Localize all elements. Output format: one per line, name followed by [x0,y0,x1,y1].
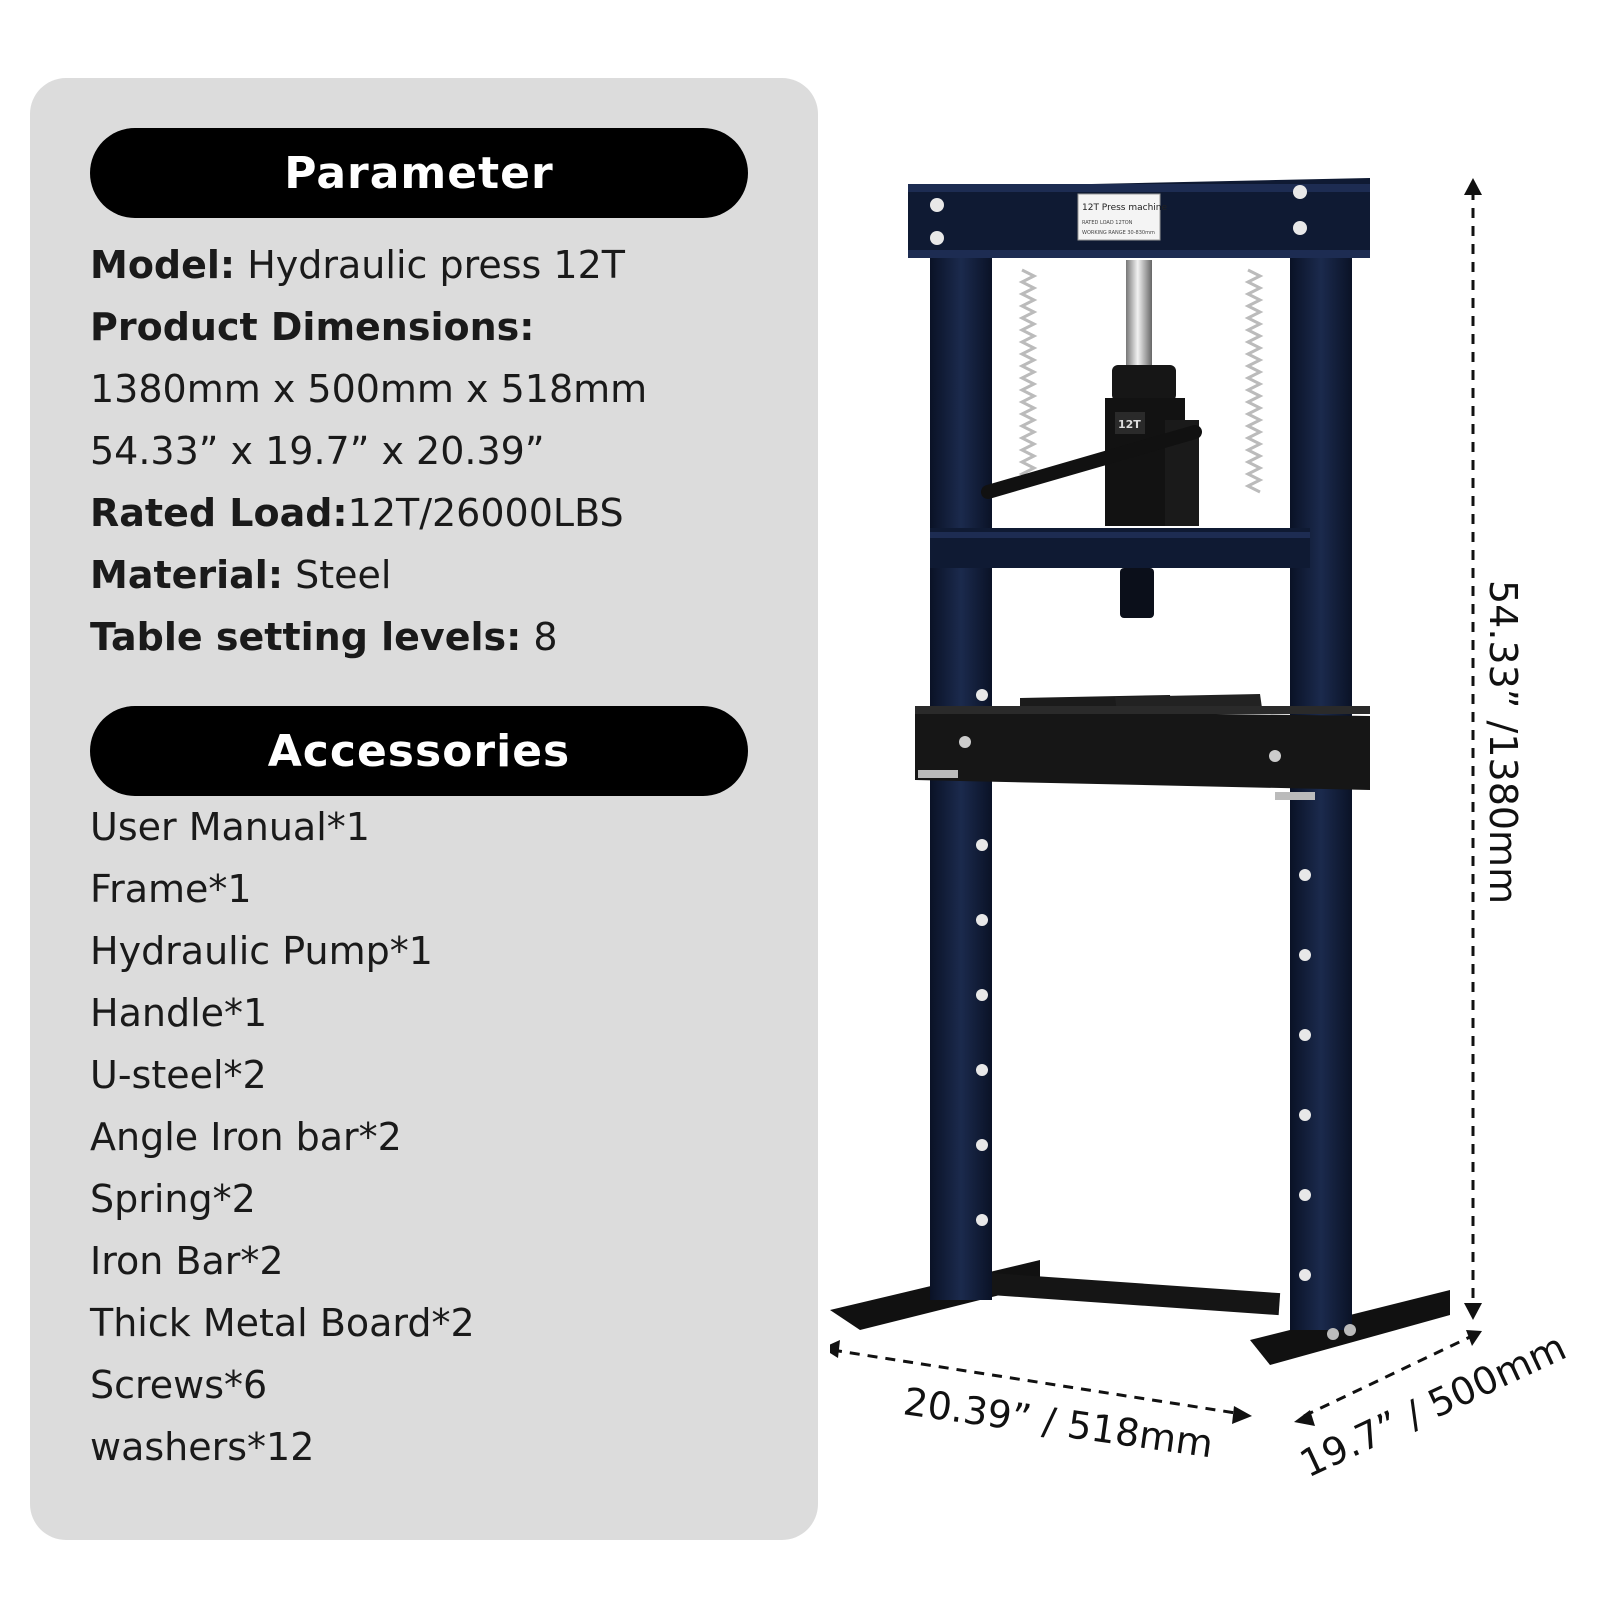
accessory-item: Spring*2 [90,1177,256,1221]
depth-arrow [1294,1330,1482,1426]
material-value: Steel [283,553,392,597]
accessory-item: Hydraulic Pump*1 [90,929,433,973]
accessory-item: Frame*1 [90,867,252,911]
dimensions-label: Product Dimensions: [90,305,535,349]
height-label: 54.33” /1380mm [1481,580,1525,904]
dimension-annotations: 54.33” /1380mm 20.39” / 518mm 19.7” / 50… [830,178,1573,1487]
foot-bolts [1327,1324,1356,1340]
material-line: Material: Steel [90,556,391,594]
springs [1018,268,1264,494]
dimensions-in: 54.33” x 19.7” x 20.39” [90,429,545,473]
width-label: 20.39” / 518mm [901,1379,1216,1466]
accessory-item: Iron Bar*2 [90,1239,284,1283]
accessory-item: Handle*1 [90,991,268,1035]
model-line: Model: Hydraulic press 12T [90,246,625,284]
accessories-header: Accessories [90,706,748,796]
dimensions-line: Product Dimensions: [90,308,534,346]
plate-line-1: RATED LOAD 12TON [1082,220,1133,226]
accessory-item: Screws*6 [90,1363,268,1407]
rated-load-value: 12T/26000LBS [347,491,624,535]
plate-title: 12T Press machine [1082,203,1167,213]
width-arrow [830,1340,1252,1424]
accessory-item: U-steel*2 [90,1053,267,1097]
material-label: Material: [90,553,284,597]
table-levels-value: 8 [521,615,558,659]
upper-crossbar [930,528,1310,618]
accessory-item: Angle Iron bar*2 [90,1115,402,1159]
depth-label: 19.7” / 500mm [1293,1325,1572,1487]
hydraulic-press-image: 12T Press machine RATED LOAD 12TON WORKI… [830,178,1450,1365]
dimensions-mm: 1380mm x 500mm x 518mm [90,367,648,411]
parameter-header: Parameter [90,128,748,218]
rated-load-label: Rated Load: [90,491,348,535]
accessory-item: User Manual*1 [90,805,370,849]
model-label: Model: [90,243,236,287]
model-value: Hydraulic press 12T [235,243,625,287]
table-levels-label: Table setting levels: [90,615,522,659]
accessory-item: washers*12 [90,1425,315,1469]
table-levels-line: Table setting levels: 8 [90,618,558,656]
rated-load-line: Rated Load:12T/26000LBS [90,494,624,532]
jack-label: 12T [1118,418,1141,431]
plate-line-2: WORKING RANGE 30-830mm [1082,230,1155,236]
height-arrow [1464,178,1482,1320]
label-plate: 12T Press machine RATED LOAD 12TON WORKI… [1077,193,1167,241]
spec-panel: Parameter Model: Hydraulic press 12T Pro… [30,78,818,1540]
accessory-item: Thick Metal Board*2 [90,1301,475,1345]
press-bed [915,706,1370,800]
